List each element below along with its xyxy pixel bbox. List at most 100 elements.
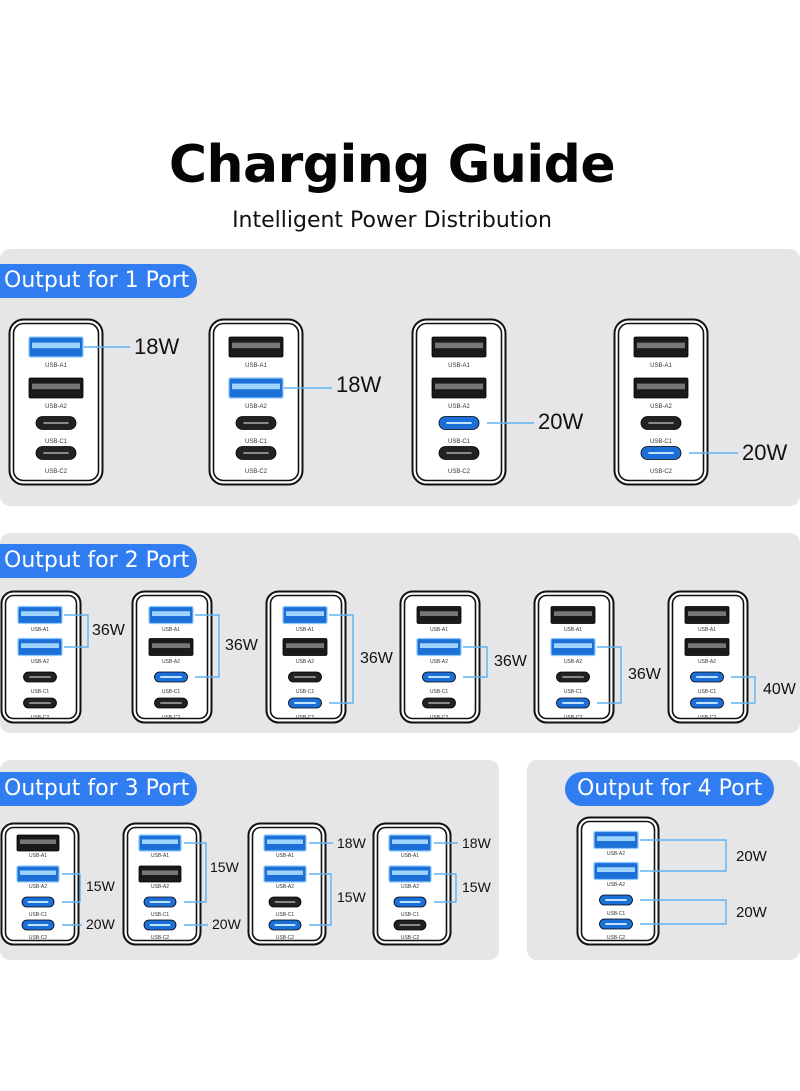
port-label: USB-C1	[607, 911, 626, 917]
usb-a1-port: USB-A1	[633, 336, 689, 369]
port-label: USB-A1	[401, 853, 419, 859]
port-label: USB-C2	[245, 469, 268, 475]
port-label: USB-A1	[162, 627, 180, 633]
watt-label: 20W	[736, 848, 767, 865]
watt-label: 20W	[212, 916, 241, 932]
port-label: USB-C1	[162, 689, 181, 695]
connector-line	[597, 646, 622, 704]
usb-c2-port: USB-C2	[393, 919, 427, 941]
port-label: USB-C2	[607, 935, 626, 941]
connector-line	[62, 873, 81, 903]
port-label: USB-A2	[698, 659, 716, 665]
usb-c1-port: USB-C1	[690, 671, 724, 695]
watt-label: 20W	[538, 409, 584, 434]
connector-line	[329, 614, 354, 704]
port-label: USB-C2	[564, 715, 583, 721]
port-label: USB-C1	[448, 439, 471, 445]
port-label: USB-C1	[151, 912, 170, 918]
watt-label: 36W	[494, 653, 527, 670]
usb-c2-port: USB-C2	[21, 919, 55, 941]
usb-c1-port: USB-C1	[599, 894, 633, 917]
connector-line	[64, 614, 89, 648]
connector-line	[463, 646, 488, 678]
port-label: USB-A2	[162, 659, 180, 665]
port-label: USB-C2	[401, 935, 420, 941]
usb-c2-port: USB-C2	[23, 697, 57, 721]
two-port-title: Output for 2 Port	[0, 544, 198, 578]
port-label: USB-C2	[276, 935, 295, 941]
usb-a2-port: USB-A2	[633, 377, 689, 410]
watt-label: 36W	[360, 650, 393, 667]
port-label: USB-A2	[276, 884, 294, 890]
usb-c1-port: USB-C1	[23, 671, 57, 695]
port-label: USB-C2	[162, 715, 181, 721]
usb-a2-port: USB-A2	[431, 377, 487, 410]
port-label: USB-A2	[296, 659, 314, 665]
usb-a1-port: USB-A1	[550, 606, 596, 633]
usb-c1-port: USB-C1	[438, 416, 480, 445]
watt-label: 20W	[742, 440, 788, 465]
watt-label: 36W	[92, 622, 125, 639]
port-label: USB-C2	[430, 715, 449, 721]
connector-line	[195, 614, 220, 678]
usb-c2-port: USB-C2	[143, 919, 177, 941]
port-label: USB-C1	[430, 689, 449, 695]
usb-a2-port: USB-A2	[416, 637, 462, 665]
four-port-title: Output for 4 Port	[565, 772, 775, 806]
usb-c2-port: USB-C2	[268, 919, 302, 941]
port-label: USB-A1	[31, 627, 49, 633]
port-label: USB-C2	[448, 469, 471, 475]
usb-c2-port: USB-C2	[640, 446, 682, 475]
port-label: USB-C2	[698, 715, 717, 721]
usb-c1-port: USB-C1	[143, 896, 177, 918]
port-label: USB-C1	[401, 912, 420, 918]
watt-label: 15W	[462, 879, 491, 895]
watt-label: 15W	[210, 859, 239, 875]
port-label: USB-C1	[31, 689, 50, 695]
usb-a2-port: USB-A2	[593, 861, 639, 888]
port-label: USB-C2	[29, 935, 48, 941]
usb-a2-port: USB-A2	[550, 637, 596, 665]
usb-a2-port: USB-A2	[388, 865, 432, 890]
usb-a1-port: USB-A1	[416, 606, 462, 633]
watt-label: 20W	[86, 916, 115, 932]
usb-a1-port: USB-A1	[282, 605, 328, 633]
watt-label: 18W	[462, 835, 491, 851]
usb-a2-port: USB-A2	[17, 637, 63, 665]
usb-c2-port: USB-C2	[438, 446, 480, 475]
watt-label: 36W	[628, 666, 661, 683]
port-label: USB-C2	[151, 935, 170, 941]
page-subtitle: Intelligent Power Distribution	[232, 208, 552, 233]
watt-label: 15W	[337, 889, 366, 905]
usb-c2-port: USB-C2	[556, 697, 590, 721]
usb-a1-port: USB-A1	[431, 336, 487, 369]
port-label: USB-A2	[45, 404, 67, 410]
port-label: USB-C1	[45, 439, 68, 445]
usb-a1-port: USB-A1	[148, 605, 194, 633]
port-label: USB-A2	[29, 884, 47, 890]
usb-a2-port: USB-A2	[148, 638, 194, 665]
usb-c1-port: USB-C1	[21, 896, 55, 918]
watt-label: 18W	[134, 334, 180, 359]
usb-c1-port: USB-C1	[235, 416, 277, 445]
watt-label: 36W	[225, 637, 258, 654]
